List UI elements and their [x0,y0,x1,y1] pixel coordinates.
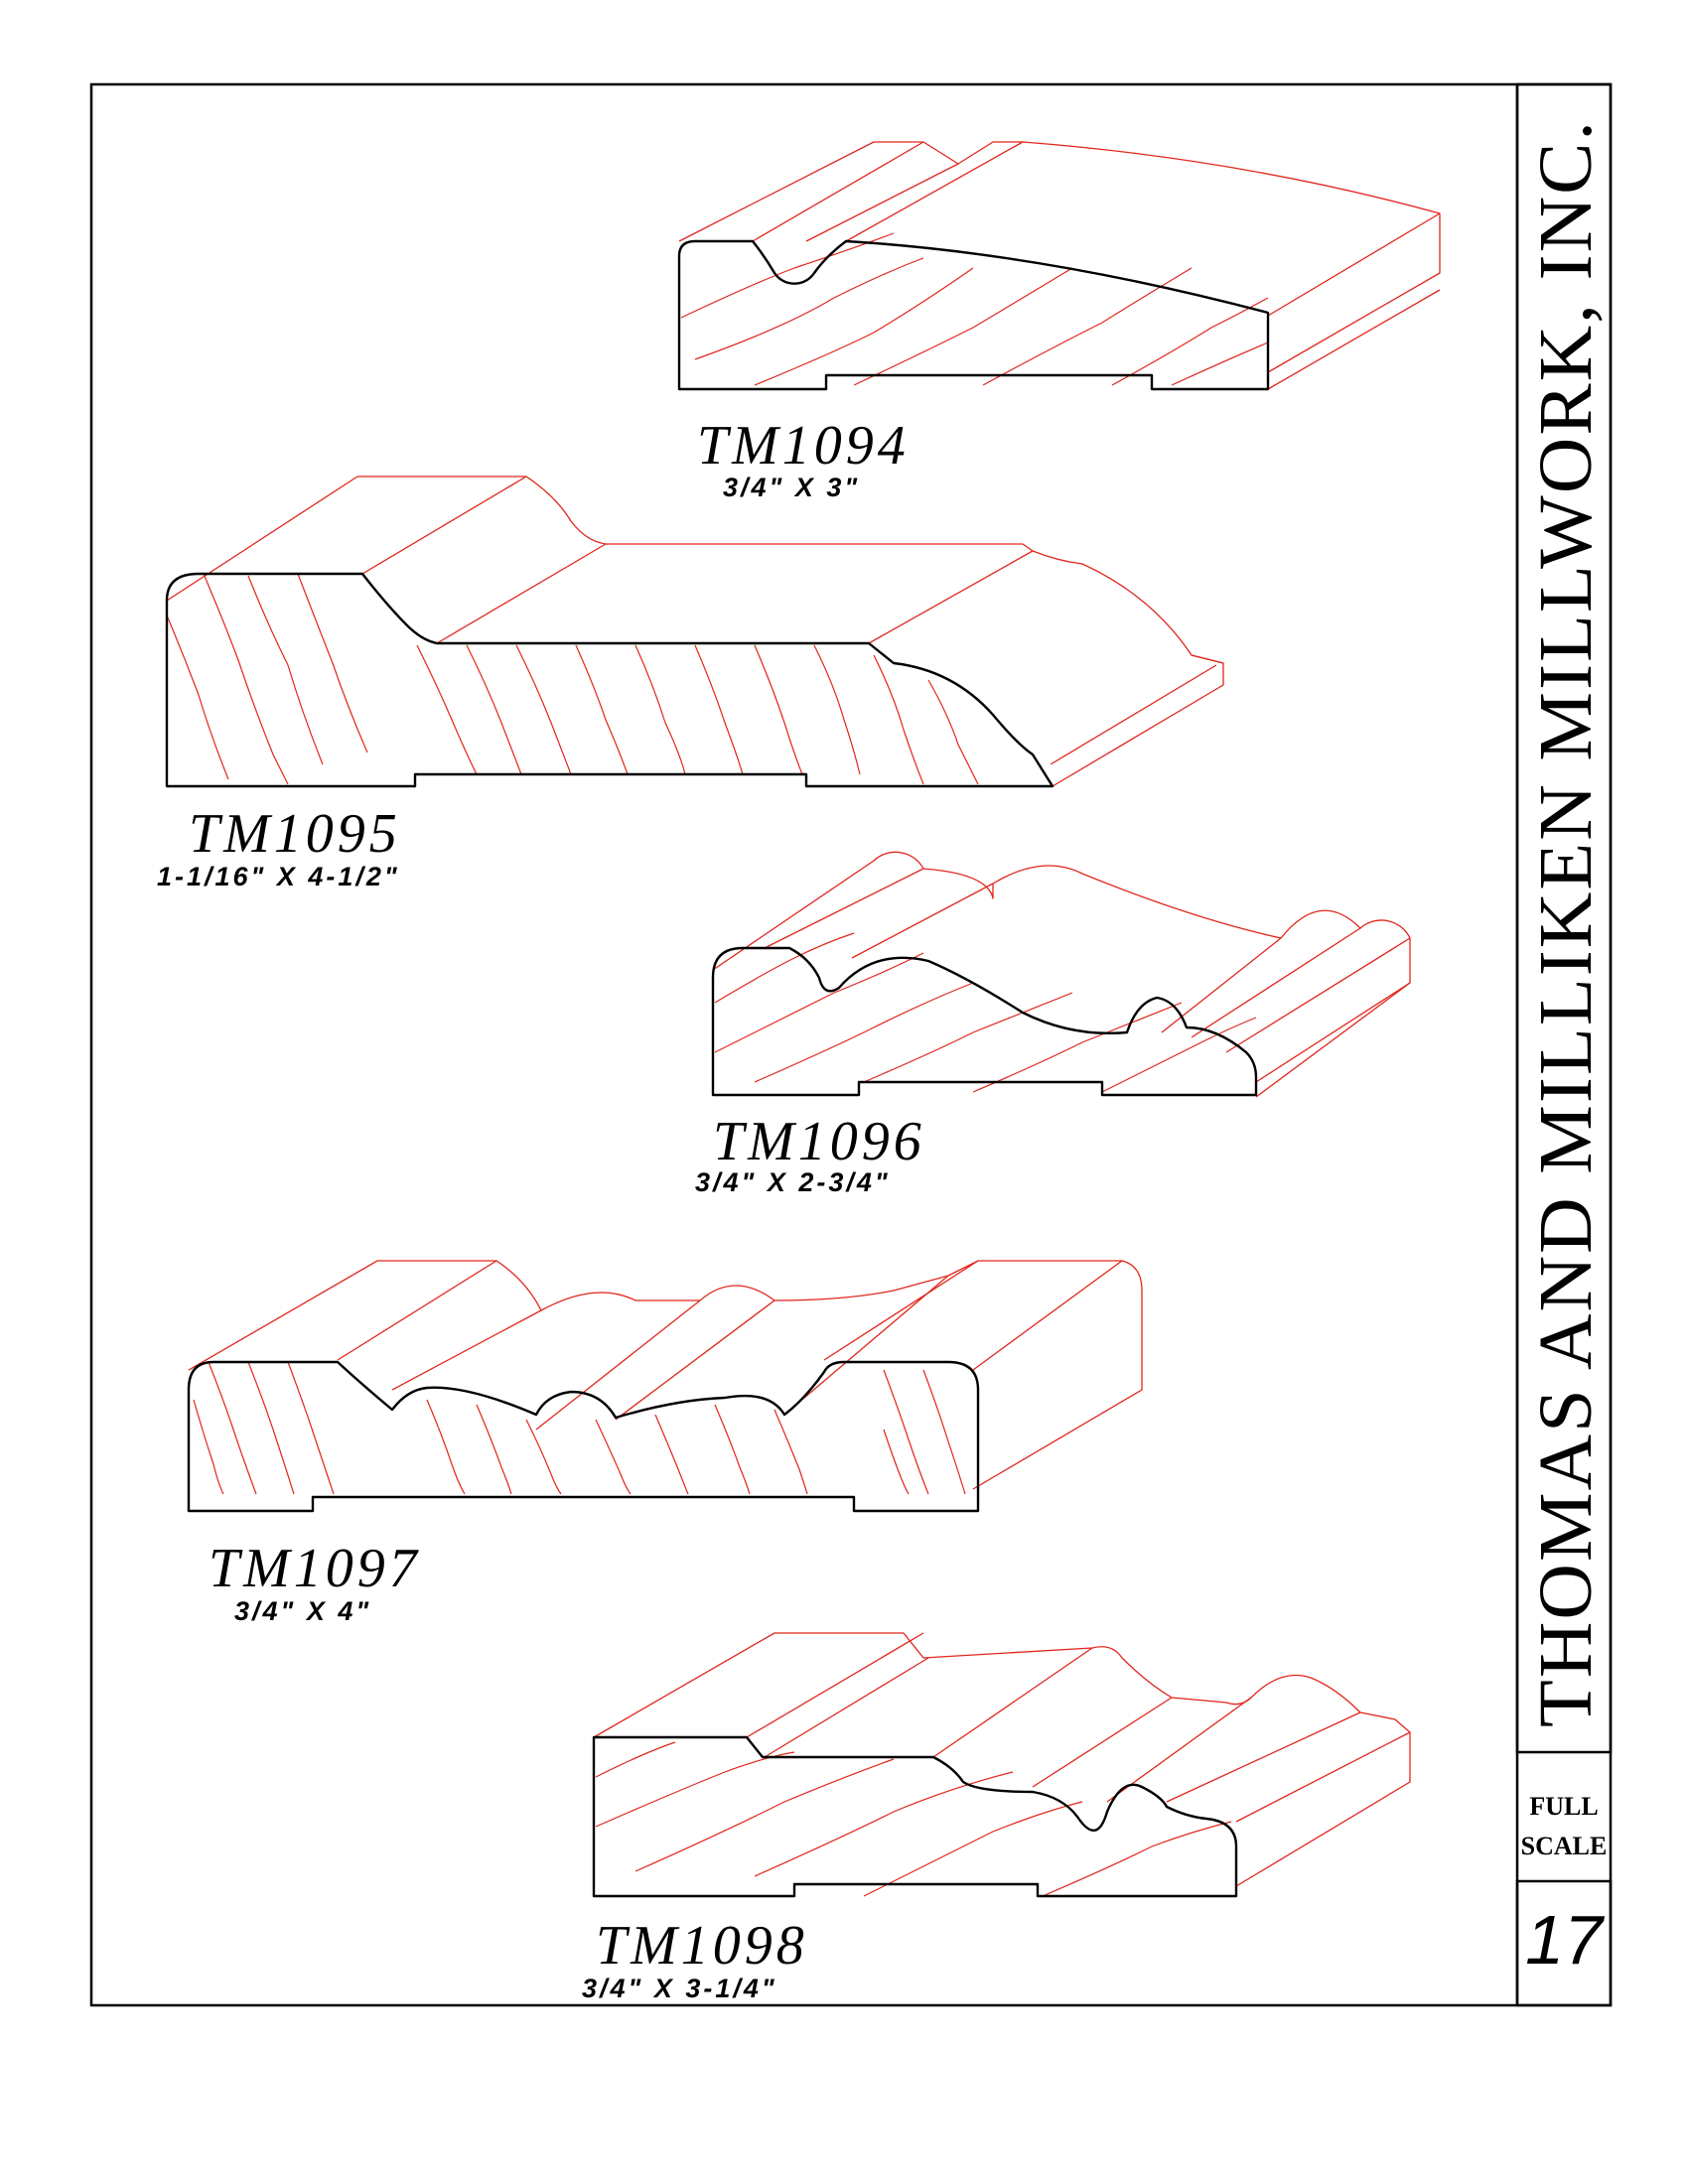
profile-tm1096-edges [712,851,1411,1098]
page-number-box [1515,1879,1613,2007]
profile-tm1098-outline [592,1735,1238,1898]
profile-tm1097-grain [193,1361,966,1495]
profile-tm1097-size: 3/4" X 4" [234,1596,371,1626]
profile-tm1094-grain [680,232,1269,386]
profile-tm1098-code: TM1098 [596,1915,808,1977]
company-title-box [1515,82,1613,1754]
profile-tm1095-grain [166,573,979,785]
profile-tm1094: TM1094 3/4" X 3" [677,141,1441,502]
profile-tm1094-outline [677,239,1270,391]
profile-tm1097-outline [187,1360,980,1513]
full-scale-label-line1: FULL [1529,1792,1598,1821]
page-number: 17 [1525,1901,1606,1979]
company-name: THOMAS AND MILLIKEN MILLWORK, INC. [1524,119,1608,1727]
profile-tm1098: TM1098 3/4" X 3-1/4" [582,1632,1411,2003]
profile-tm1094-code: TM1094 [697,415,910,477]
profile-tm1097-edges [188,1260,1143,1490]
profile-tm1098-size: 3/4" X 3-1/4" [582,1974,777,2003]
profile-tm1095-edges [166,476,1224,787]
profile-tm1094-size: 3/4" X 3" [723,473,860,502]
profile-tm1096-outline [711,946,1258,1097]
profile-tm1097-code: TM1097 [209,1538,421,1599]
profile-tm1095-size: 1-1/16" X 4-1/2" [157,862,400,891]
profile-tm1096-grain [714,932,1257,1093]
profile-tm1095-code: TM1095 [189,803,401,865]
profile-tm1097: TM1097 3/4" X 4" [187,1260,1143,1626]
profile-tm1096-size: 3/4" X 2-3/4" [695,1167,891,1197]
profile-tm1095-outline [165,572,1055,788]
profile-tm1096-code: TM1096 [713,1111,925,1172]
profile-tm1098-edges [593,1632,1411,1887]
profile-tm1098-grain [595,1741,1232,1897]
profile-tm1095: TM1095 1-1/16" X 4-1/2" [157,476,1224,891]
profile-tm1094-edges [678,141,1441,390]
profile-tm1096: TM1096 3/4" X 2-3/4" [695,851,1411,1197]
full-scale-label-line2: SCALE [1521,1832,1608,1860]
